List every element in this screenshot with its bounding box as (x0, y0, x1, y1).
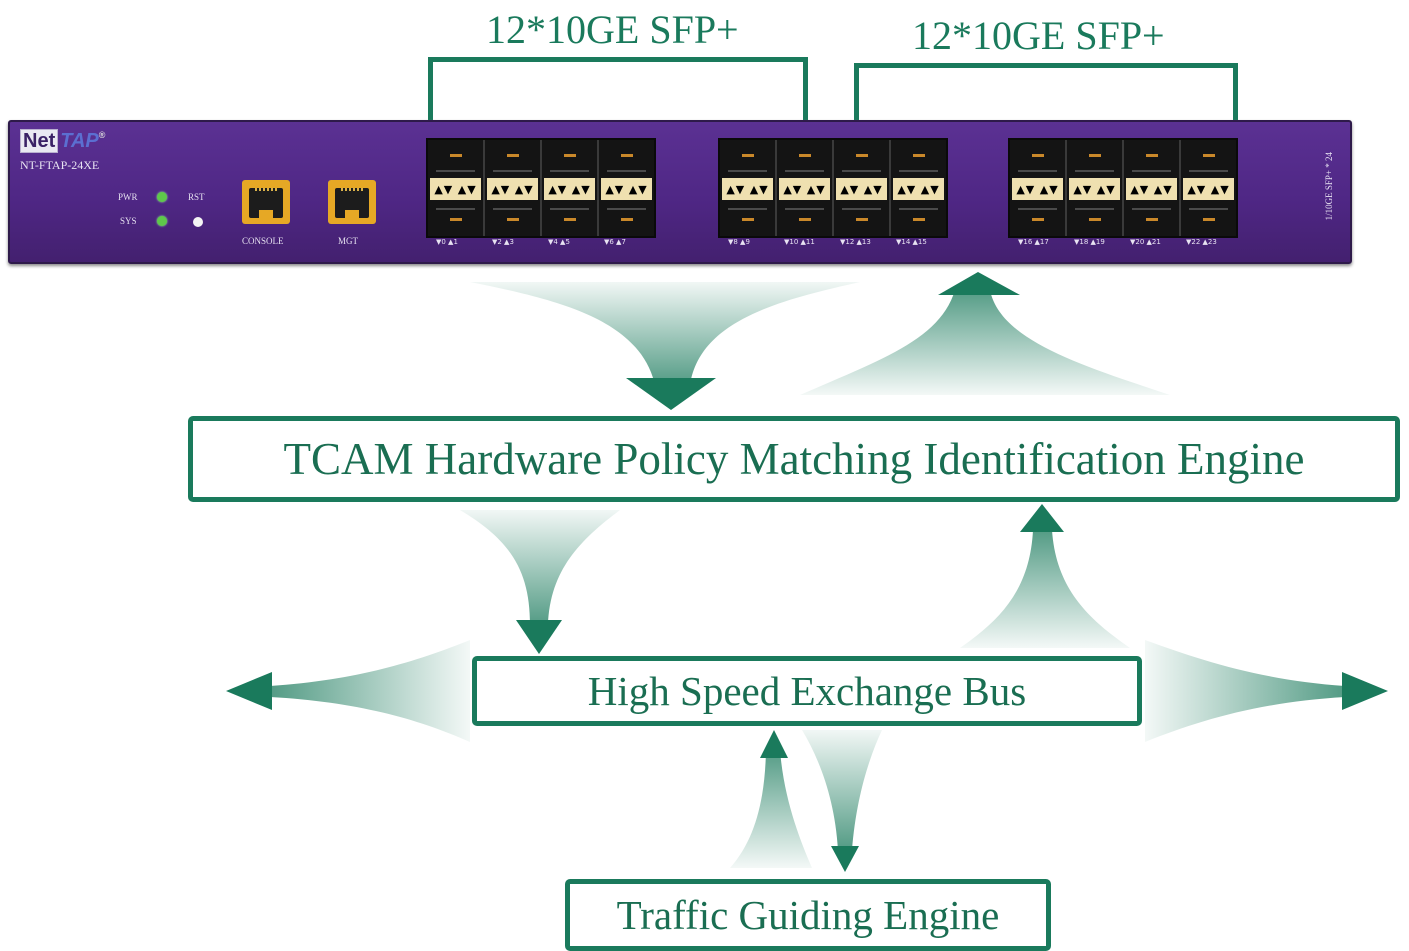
sfp-port-label: ▼16 ▲17 (1018, 238, 1049, 246)
arrow-tcam-to-device (800, 290, 1170, 395)
sys-label: SYS (120, 216, 137, 226)
sfp-port-status: ▲▼ ▲▼ (783, 182, 826, 196)
arrow-bus-to-traffic (802, 730, 882, 850)
sfp-port-icon: ▲▼ ▲▼ (720, 140, 775, 236)
sfp-port-icon: ▲▼ ▲▼ (832, 140, 889, 236)
sfp-port-status: ▲▼ ▲▼ (548, 182, 591, 196)
sfp-group-bracket-left (428, 57, 808, 122)
arrowhead-bus-to-left (226, 672, 272, 710)
logo-registered-mark: ® (98, 130, 106, 140)
arrowhead-traffic-to-bus (760, 730, 788, 758)
high-speed-bus-label: High Speed Exchange Bus (587, 668, 1027, 714)
sfp-port-icon: ▲▼ ▲▼ (597, 140, 654, 236)
sfp-port-bank: ▲▼ ▲▼ ▲▼ ▲▼ ▲▼ ▲▼ ▲▼ ▲▼ (718, 138, 948, 238)
sfp-port-icon: ▲▼ ▲▼ (1122, 140, 1179, 236)
traffic-guiding-engine-label: Traffic Guiding Engine (616, 892, 1000, 938)
console-label: CONSOLE (242, 236, 284, 246)
console-port-icon (242, 180, 290, 224)
sfp-port-label: ▼2 ▲3 (492, 238, 514, 246)
arrowhead-tcam-to-device (938, 272, 1020, 295)
pwr-led-icon (157, 192, 167, 202)
arrowhead-tcam-to-bus (516, 620, 562, 654)
sfp-port-icon: ▲▼ ▲▼ (1065, 140, 1122, 236)
sfp-port-status: ▲▼ ▲▼ (605, 182, 648, 196)
sfp-port-status: ▲▼ ▲▼ (726, 182, 769, 196)
sfp-group-bracket-right (854, 63, 1238, 124)
rst-label: RST (188, 192, 205, 202)
arrow-bus-to-left (270, 640, 470, 742)
sfp-port-icon: ▲▼ ▲▼ (889, 140, 946, 236)
sfp-port-label: ▼12 ▲13 (840, 238, 871, 246)
arrow-device-to-tcam (470, 282, 860, 385)
sfp-port-status: ▲▼ ▲▼ (897, 182, 940, 196)
mgt-label: MGT (338, 236, 358, 246)
sfp-port-label: ▼4 ▲5 (548, 238, 570, 246)
tcam-engine-box: TCAM Hardware Policy Matching Identifica… (188, 416, 1400, 502)
arrowhead-device-to-tcam (626, 378, 716, 410)
tcam-engine-label: TCAM Hardware Policy Matching Identifica… (283, 434, 1305, 484)
sfp-port-label: ▼18 ▲19 (1074, 238, 1105, 246)
arrowhead-bus-to-traffic (831, 846, 859, 872)
sfp-port-icon: ▲▼ ▲▼ (775, 140, 832, 236)
sfp-port-status: ▲▼ ▲▼ (1016, 182, 1059, 196)
arrow-bus-to-right (1145, 640, 1345, 742)
sfp-port-bank: ▲▼ ▲▼ ▲▼ ▲▼ ▲▼ ▲▼ ▲▼ ▲▼ (426, 138, 656, 238)
sfp-port-status: ▲▼ ▲▼ (1187, 182, 1230, 196)
sfp-port-status: ▲▼ ▲▼ (1073, 182, 1116, 196)
sfp-port-status: ▲▼ ▲▼ (491, 182, 534, 196)
sfp-port-label: ▼0 ▲1 (436, 238, 458, 246)
traffic-guiding-engine-box: Traffic Guiding Engine (565, 879, 1051, 951)
arrow-bus-to-tcam (960, 530, 1130, 648)
logo-tap-text: TAP (60, 130, 99, 152)
sfp-port-label: ▼10 ▲11 (784, 238, 815, 246)
sfp-port-status: ▲▼ ▲▼ (840, 182, 883, 196)
sfp-port-status: ▲▼ ▲▼ (434, 182, 477, 196)
sfp-port-label: ▼22 ▲23 (1186, 238, 1217, 246)
sfp-port-bank: ▲▼ ▲▼ ▲▼ ▲▼ ▲▼ ▲▼ ▲▼ ▲▼ (1008, 138, 1238, 238)
arrow-tcam-to-bus (460, 510, 620, 625)
pwr-label: PWR (118, 192, 138, 202)
sfp-group-label-left: 12*10GE SFP+ (486, 7, 739, 52)
reset-button[interactable] (193, 217, 203, 227)
sfp-port-icon: ▲▼ ▲▼ (1010, 140, 1065, 236)
sfp-port-label: ▼8 ▲9 (728, 238, 750, 246)
arrowhead-bus-to-right (1342, 672, 1388, 710)
sfp-port-status: ▲▼ ▲▼ (1130, 182, 1173, 196)
arrowhead-bus-to-tcam (1020, 504, 1064, 532)
sfp-group-label-right: 12*10GE SFP+ (912, 13, 1165, 58)
high-speed-bus-box: High Speed Exchange Bus (472, 656, 1142, 726)
sfp-port-icon: ▲▼ ▲▼ (428, 140, 483, 236)
sfp-port-icon: ▲▼ ▲▼ (483, 140, 540, 236)
sfp-port-label: ▼20 ▲21 (1130, 238, 1161, 246)
sys-led-icon (157, 216, 167, 226)
sfp-port-icon: ▲▼ ▲▼ (1179, 140, 1236, 236)
sfp-port-label: ▼6 ▲7 (604, 238, 626, 246)
device-model: NT-FTAP-24XE (20, 158, 100, 172)
mgt-port-icon (328, 180, 376, 224)
logo-net-text: Net (20, 129, 59, 153)
sfp-port-icon: ▲▼ ▲▼ (540, 140, 597, 236)
sfp-port-label: ▼14 ▲15 (896, 238, 927, 246)
arrow-traffic-to-bus (730, 750, 812, 868)
